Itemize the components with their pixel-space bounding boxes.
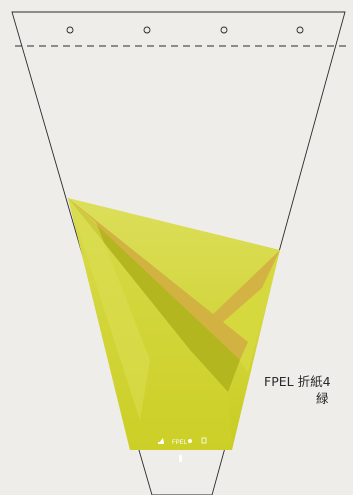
product-name: FPEL 折紙4 <box>264 374 331 389</box>
hanging-hole <box>296 26 304 34</box>
hanging-hole <box>66 26 74 34</box>
hanging-hole <box>143 26 151 34</box>
brand-leaf-icon <box>159 438 164 443</box>
product-label: FPEL 折紙4 緑 <box>264 373 353 407</box>
product-color-name: 緑 <box>316 391 329 406</box>
paper-shadow-fold <box>68 198 240 392</box>
brand-leaf-base <box>158 442 164 444</box>
paper-gold-fold <box>207 250 280 330</box>
brand-mark-text: FPEL <box>172 440 188 446</box>
hanging-hole <box>220 26 228 34</box>
barcode-tab <box>179 455 182 462</box>
paper-highlight <box>68 198 150 420</box>
recycle-icon <box>201 437 207 444</box>
brand-mark-group: FPEL <box>158 437 207 462</box>
paper-gold-band <box>68 198 248 360</box>
brand-circle-icon <box>188 439 192 443</box>
